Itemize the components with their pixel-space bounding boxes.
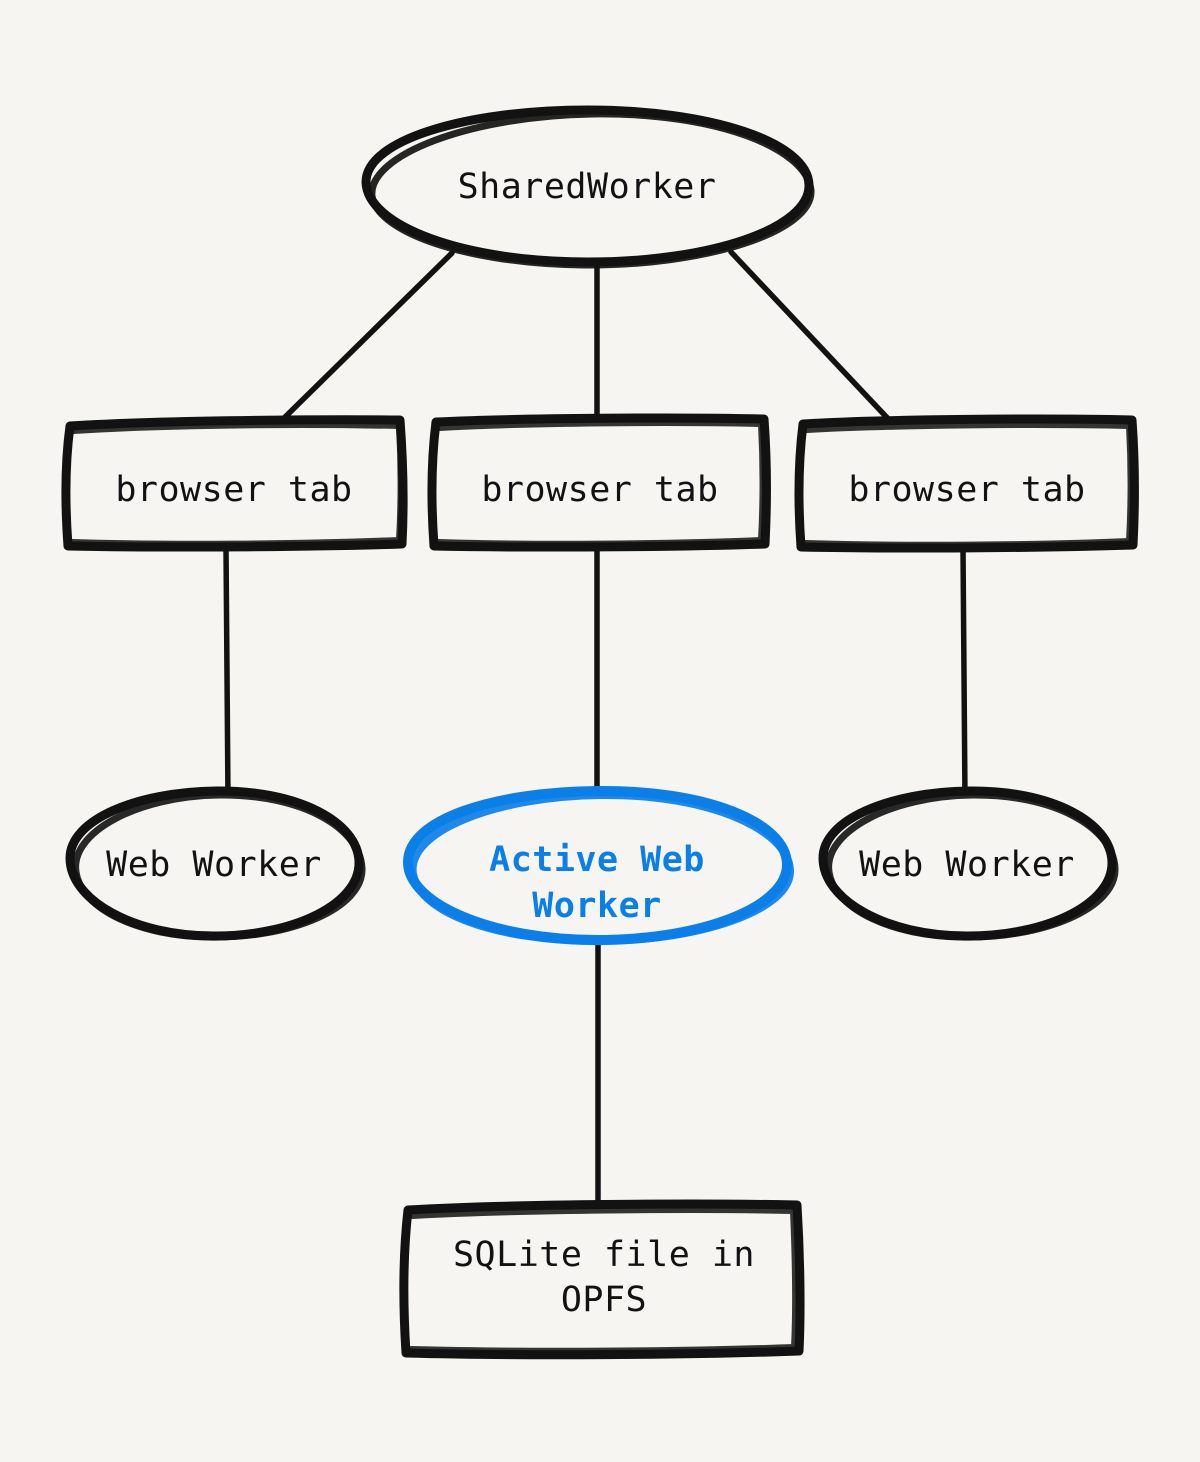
worker-active-label-line1: Active Web	[489, 840, 705, 880]
shared-worker-outline-pass2	[368, 110, 815, 269]
tab-right-outline	[794, 414, 1139, 553]
edge-group	[223, 249, 968, 1211]
edge-sharedworker-tab-left	[275, 250, 455, 427]
worker-left-fill	[69, 791, 359, 937]
edge-tab-left-worker-left	[223, 545, 231, 803]
tab-center-label: browser tab	[481, 470, 718, 510]
shared-worker-fill	[365, 109, 809, 263]
node-tab-left[interactable]: browser tab	[61, 415, 408, 552]
tab-center-fill	[432, 418, 766, 547]
worker-right-fill	[822, 791, 1112, 937]
edge-sharedworker-tab-right	[728, 249, 896, 427]
tab-right-outline-pass2	[802, 422, 1134, 548]
tab-left-label: browser tab	[115, 470, 352, 510]
sqlite-outline-pass2	[408, 1207, 799, 1354]
edge-tab-right-worker-right	[960, 545, 968, 803]
tab-right-label: browser tab	[848, 470, 1085, 510]
sqlite-label-line1: SQLite file in	[453, 1235, 755, 1275]
node-worker-right[interactable]: Web Worker	[818, 786, 1119, 941]
tab-left-fill	[66, 419, 404, 548]
node-tab-right[interactable]: browser tab	[794, 414, 1139, 553]
sqlite-label-line2: OPFS	[561, 1280, 647, 1320]
node-sqlite-file[interactable]: SQLite file in OPFS	[399, 1199, 805, 1360]
shared-worker-label: SharedWorker	[458, 167, 717, 207]
worker-right-outline-pass2	[825, 791, 1119, 941]
worker-active-fill	[415, 792, 779, 940]
node-shared-worker[interactable]: SharedWorker	[361, 105, 815, 269]
sqlite-fill	[404, 1203, 801, 1355]
tab-center-outline	[427, 413, 771, 552]
worker-active-outline-pass2	[408, 790, 795, 946]
tab-right-fill	[799, 418, 1135, 548]
node-worker-active[interactable]: Active Web Worker	[403, 785, 795, 946]
tab-center-outline-pass2	[435, 420, 766, 547]
tab-left-outline	[61, 415, 408, 552]
worker-left-label: Web Worker	[106, 845, 322, 885]
worker-left-outline-pass2	[72, 791, 366, 941]
tab-left-outline-pass2	[69, 422, 404, 547]
sqlite-outline	[399, 1199, 805, 1360]
worker-active-label-line2: Worker	[532, 886, 661, 926]
node-tab-center[interactable]: browser tab	[427, 413, 771, 552]
node-worker-left[interactable]: Web Worker	[65, 786, 366, 941]
worker-right-label: Web Worker	[859, 845, 1075, 885]
